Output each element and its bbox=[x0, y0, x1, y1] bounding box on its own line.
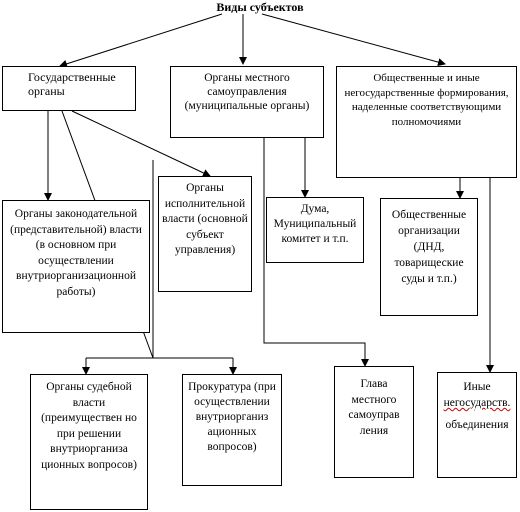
node-duma: Дума, Муниципальный комитет и т.п. bbox=[266, 197, 364, 263]
node-executive: Органы исполнительной власти (основной с… bbox=[158, 176, 252, 292]
node-local: Органы местного самоуправления (муниципа… bbox=[170, 66, 324, 138]
node-judicial: Органы судебной власти (преимуществен но… bbox=[30, 374, 148, 510]
diagram-title: Виды субъектов bbox=[216, 0, 304, 14]
arrow-title-to-public bbox=[261, 13, 446, 67]
arrow-gov-to-executive bbox=[71, 110, 211, 177]
node-prosecutor: Прокуратура (при осуществлении внутриорг… bbox=[182, 374, 282, 486]
node-gov: Государственные органы bbox=[2, 66, 136, 111]
node-legislative: Органы законодательной (представительной… bbox=[2, 200, 150, 333]
arrow-title-to-gov bbox=[59, 13, 223, 68]
node-public: Общественные и иные негосударственные фо… bbox=[336, 66, 517, 178]
spellcheck-underlined-word: негосударств. bbox=[443, 397, 511, 409]
node-other: Иные негосударств. объединения bbox=[437, 372, 517, 478]
node-head: Глава местного самоуправ ления bbox=[334, 366, 414, 478]
arrow-public-to-other bbox=[484, 149, 494, 373]
node-public-orgs: Общественные организации (ДНД, товарищес… bbox=[380, 198, 478, 316]
arrow-local-to-head bbox=[263, 138, 369, 367]
